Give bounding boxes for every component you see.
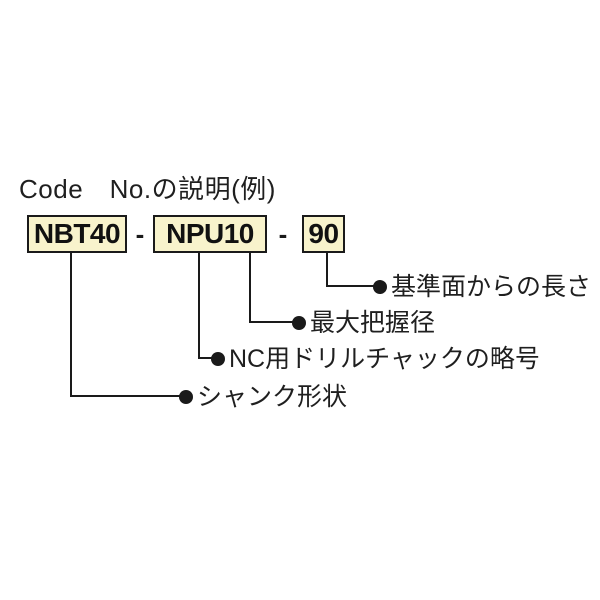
code-separator: - (278, 218, 288, 249)
code-segment-label: NPU10 (166, 218, 254, 249)
bullet-icon (292, 316, 306, 330)
annotation-label: NC用ドリルチャックの略号 (229, 345, 540, 373)
annotation-label: 最大把握径 (310, 309, 436, 337)
annotation-ref-length: 基準面からの長さ (373, 274, 591, 300)
connector-line-max-grip-horizontal (249, 321, 294, 323)
bullet-icon (179, 390, 193, 404)
connector-line-ref-length-vertical (326, 253, 328, 287)
connector-line-ref-length-horizontal (326, 285, 375, 287)
code-segment-box-90: 90 (302, 215, 345, 253)
bullet-icon (373, 280, 387, 294)
connector-line-chuck-code-vertical (198, 253, 200, 359)
annotation-label: 基準面からの長さ (391, 273, 592, 301)
code-segment-label: NBT40 (33, 218, 121, 249)
code-segment-box-npu10: NPU10 (153, 215, 267, 253)
code-segment-box-nbt40: NBT40 (27, 215, 127, 253)
connector-line-shank-vertical (70, 253, 72, 397)
annotation-chuck-code: NC用ドリルチャックの略号 (211, 346, 540, 372)
annotation-label: シャンク形状 (197, 383, 348, 411)
code-segment-label: 90 (308, 218, 339, 249)
diagram-title: Code No.の説明(例) (19, 174, 276, 204)
connector-line-chuck-code-horizontal (198, 357, 214, 359)
code-separator: - (135, 218, 145, 249)
connector-line-shank-horizontal (70, 395, 182, 397)
connector-line-max-grip-vertical (249, 253, 251, 323)
annotation-max-grip: 最大把握径 (292, 310, 435, 336)
bullet-icon (211, 352, 225, 366)
annotation-shank-shape: シャンク形状 (179, 384, 347, 410)
